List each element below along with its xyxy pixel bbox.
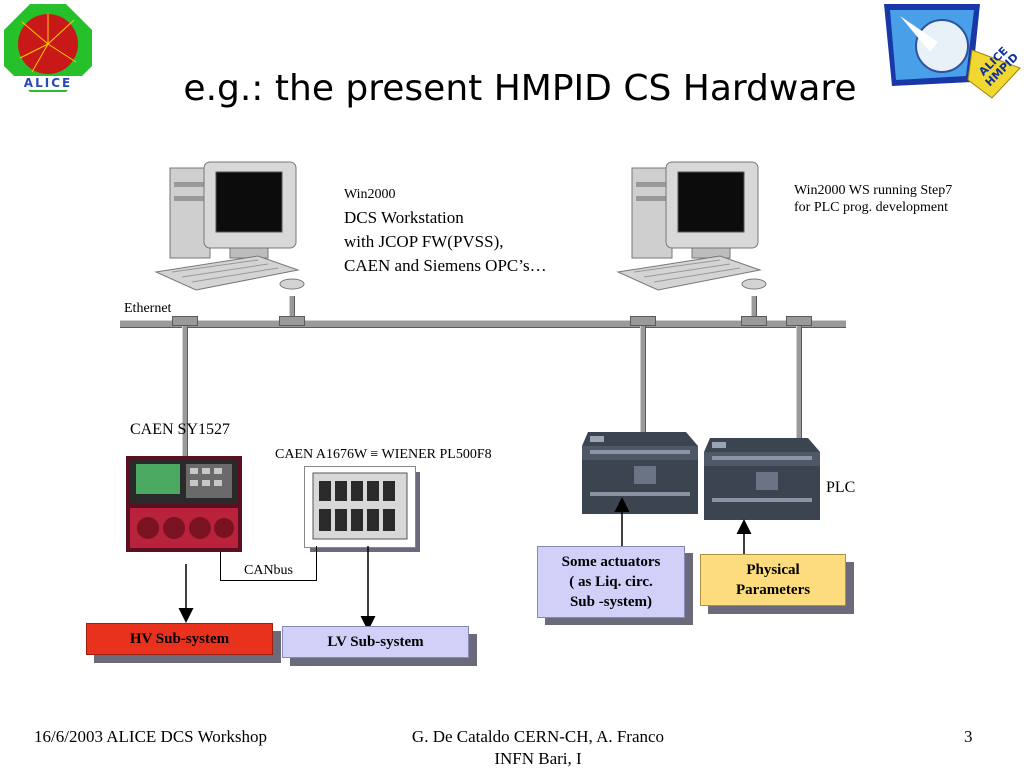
plc2-drop-connector bbox=[786, 316, 812, 326]
hmpid-logo-icon bbox=[884, 4, 1021, 99]
caen-drop-connector bbox=[172, 316, 198, 326]
physical-line: Parameters bbox=[735, 582, 811, 598]
alice-logo-text: ALICE bbox=[23, 76, 73, 90]
actuators-line: Sub -system) bbox=[569, 594, 653, 610]
ws2-tap bbox=[751, 296, 757, 322]
step7-workstation bbox=[614, 160, 784, 295]
ws1-desc-line: CAEN and Siemens OPC’s… bbox=[344, 256, 547, 275]
physical-line: Physical bbox=[746, 562, 800, 578]
ws1-tap bbox=[289, 296, 295, 322]
lv-subsystem-box: LV Sub-system bbox=[282, 626, 469, 658]
ws2-desc-line: Win2000 WS running Step7 bbox=[794, 183, 953, 198]
actuators-line: Some actuators bbox=[561, 554, 661, 570]
actuators-box: Some actuators ( as Liq. circ. Sub -syst… bbox=[537, 546, 685, 618]
plc-label: PLC bbox=[826, 479, 856, 496]
lv-subsystem-label: LV Sub-system bbox=[327, 634, 424, 650]
ws2-desc-line: for PLC prog. development bbox=[794, 200, 948, 215]
ethernet-bus bbox=[120, 320, 846, 328]
hv-crate-icon bbox=[126, 456, 242, 552]
ws1-tap-connector bbox=[279, 316, 305, 326]
plc1-drop-connector bbox=[630, 316, 656, 326]
plc-unit-2 bbox=[704, 438, 820, 520]
hv-subsystem-label: HV Sub-system bbox=[129, 631, 230, 647]
alice-logo: ALICE bbox=[2, 2, 94, 94]
plc2-drop bbox=[796, 326, 802, 448]
ws1-os-label: Win2000 bbox=[344, 187, 396, 202]
computer-icon bbox=[154, 161, 305, 291]
caen-a1676w-crate bbox=[304, 466, 416, 548]
ws2-desc: Win2000 WS running Step7 for PLC prog. d… bbox=[794, 182, 952, 216]
caen-a-label: CAEN A1676W ≡ WIENER PL500F8 bbox=[275, 447, 492, 462]
plc-icon bbox=[704, 438, 820, 520]
ws2-tap-connector bbox=[741, 316, 767, 326]
footer-authors-line: G. De Cataldo CERN-CH, A. Franco bbox=[411, 727, 665, 746]
footer-authors-line: INFN Bari, I bbox=[494, 749, 582, 768]
canbus-line-up bbox=[316, 546, 317, 581]
canbus-label: CANbus bbox=[244, 563, 294, 578]
ws1-desc-line: with JCOP FW(PVSS), bbox=[344, 232, 504, 251]
ethernet-label: Ethernet bbox=[124, 301, 172, 316]
caen-drop bbox=[182, 326, 188, 460]
slide-title: e.g.: the present HMPID CS Hardware bbox=[183, 68, 857, 109]
hv-subsystem-box: HV Sub-system bbox=[86, 623, 273, 655]
lv-crate-icon bbox=[312, 472, 408, 540]
computer-icon bbox=[616, 161, 767, 291]
plc-unit-1 bbox=[582, 432, 698, 514]
ws1-desc: DCS Workstation with JCOP FW(PVSS), CAEN… bbox=[344, 206, 547, 278]
physical-params-box: Physical Parameters bbox=[700, 554, 846, 606]
ws1-desc-line: DCS Workstation bbox=[344, 208, 464, 227]
alice-logo-icon bbox=[4, 4, 92, 92]
canbus-line-bottom bbox=[220, 580, 316, 581]
footer-date-event: 16/6/2003 ALICE DCS Workshop bbox=[34, 727, 268, 746]
hmpid-logo: ALICE HMPID bbox=[880, 2, 1022, 102]
actuators-line: ( as Liq. circ. bbox=[569, 574, 653, 590]
plc-icon bbox=[582, 432, 698, 514]
footer-authors: G. De Cataldo CERN-CH, A. Franco INFN Ba… bbox=[360, 726, 716, 770]
plc1-drop bbox=[640, 326, 646, 436]
caen-sy1527-crate bbox=[126, 456, 242, 552]
canbus-line-down bbox=[220, 552, 221, 580]
dcs-workstation bbox=[152, 160, 322, 295]
page-number: 3 bbox=[964, 727, 973, 746]
caen-sy-label: CAEN SY1527 bbox=[130, 421, 231, 438]
